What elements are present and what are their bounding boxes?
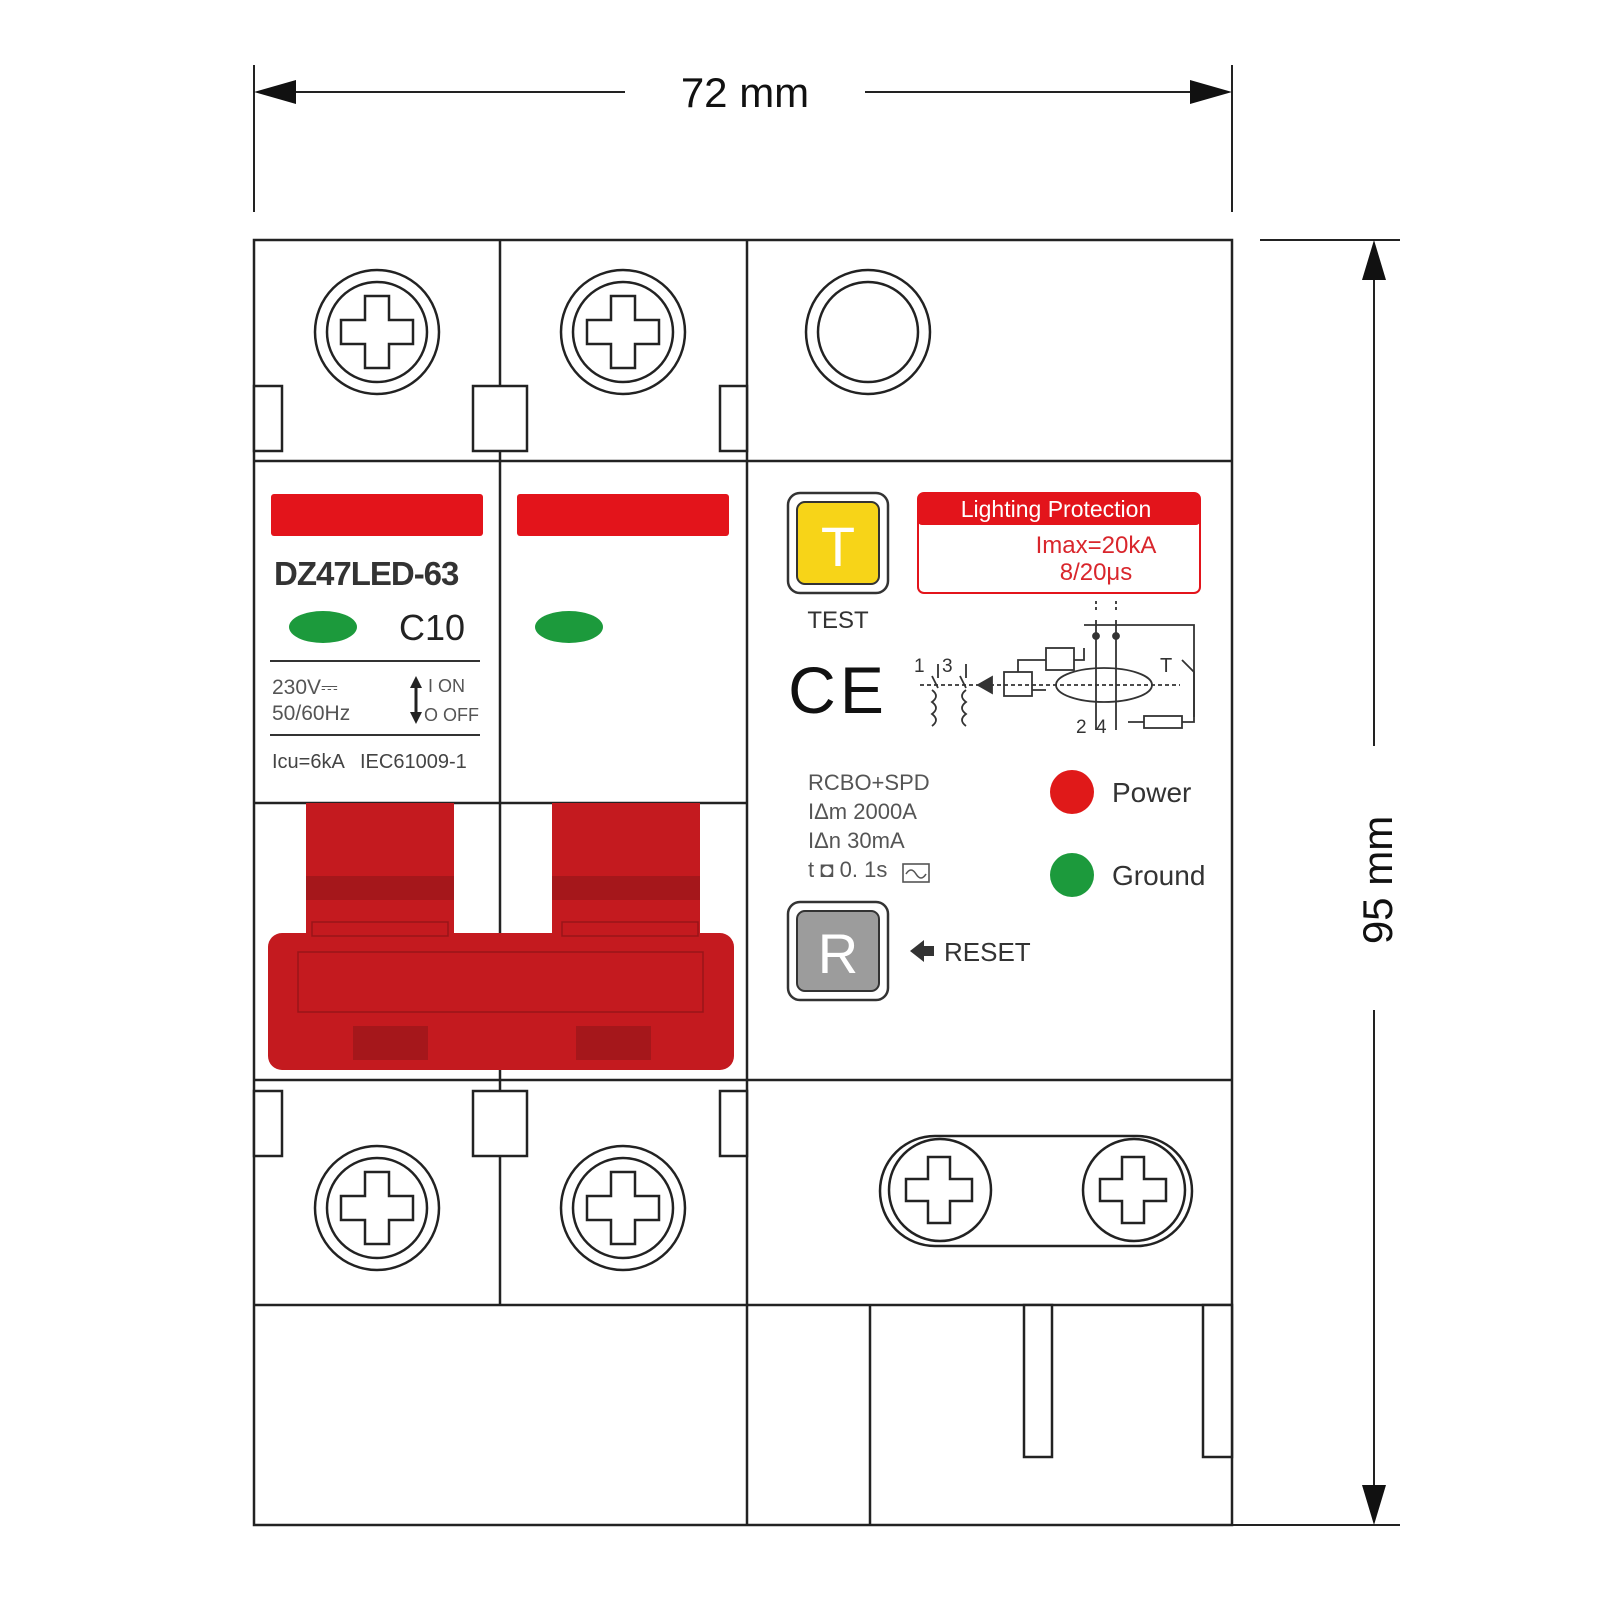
down-arrow-icon (1362, 1485, 1386, 1525)
reset-glyph: R (818, 922, 858, 985)
cross-screw-icon (1098, 1155, 1168, 1225)
cross-screw-icon (339, 294, 415, 370)
rcd-bottom-terminal[interactable] (878, 1134, 1194, 1248)
svg-text:T: T (1160, 655, 1172, 677)
pole2-red-stripe (517, 494, 729, 536)
bottom-terminal-screw-1[interactable] (313, 1144, 441, 1272)
top-terminal-blank (804, 268, 932, 396)
top-terminal-screw-2[interactable] (559, 268, 687, 396)
frequency-label: 50/60Hz (272, 702, 350, 725)
rcd-specs: RCBO+SPD IΔm 2000A IΔn 30mA t ◘ 0. 1s (808, 770, 930, 883)
svg-text:4: 4 (1096, 717, 1107, 738)
top-slots (252, 384, 749, 453)
pole1-red-stripe (271, 494, 483, 536)
top-terminal-screw-1[interactable] (313, 268, 441, 396)
svg-text:1: 1 (914, 656, 925, 677)
bottom-terminal-screw-2[interactable] (559, 1144, 687, 1272)
ground-indicator (1050, 853, 1094, 897)
left-arrow-icon (910, 940, 934, 962)
model-label: DZ47LED-63 (274, 555, 459, 592)
ac-wave-icon (902, 863, 930, 883)
voltage-label: 230V⎓ (272, 676, 338, 699)
on-label: I ON (428, 676, 465, 696)
left-arrow-icon (254, 80, 296, 104)
lighting-title: Lighting Protection (961, 496, 1152, 522)
reset-label: RESET (944, 937, 1031, 967)
width-dimension: 72 mm (253, 65, 1233, 212)
up-arrow-icon (1362, 240, 1386, 280)
cross-screw-icon (339, 1170, 415, 1246)
off-label: O OFF (424, 705, 479, 725)
circuit-schematic: 1 3 2 4 T (914, 600, 1195, 738)
svg-text:2: 2 (1076, 717, 1087, 738)
ce-mark: CE (788, 653, 888, 727)
power-label: Power (1112, 777, 1191, 808)
icu-spec: Icu=6kA (272, 751, 345, 773)
svg-text:3: 3 (942, 656, 953, 677)
pole1-green-led (289, 611, 357, 643)
breaker-handle[interactable] (268, 803, 734, 1070)
spec-line: IΔn 30mA (808, 828, 905, 853)
spec-line: t ◘ 0. 1s (808, 857, 887, 882)
bottom-slots (252, 1089, 749, 1158)
height-label: 95 mm (1354, 816, 1401, 944)
test-glyph: T (821, 515, 855, 578)
test-button[interactable]: T (786, 491, 890, 595)
right-arrow-icon (1190, 80, 1232, 104)
waveform-label: 8/20μs (1060, 559, 1133, 586)
test-label: TEST (807, 607, 869, 634)
standard-label: IEC61009-1 (360, 751, 467, 773)
ground-label: Ground (1112, 860, 1205, 891)
power-indicator (1050, 770, 1094, 814)
imax-label: Imax=20kA (1036, 532, 1157, 559)
lighting-protection-box: Lighting Protection Imax=20kA 8/20μs (917, 492, 1201, 594)
reset-button[interactable]: R (786, 900, 890, 1002)
on-off-arrow-icon (410, 676, 422, 724)
spec-line: IΔm 2000A (808, 799, 917, 824)
curve-rating: C10 (399, 607, 465, 648)
width-label: 72 mm (681, 69, 809, 116)
pole2-green-led (535, 611, 603, 643)
cross-screw-icon (585, 294, 661, 370)
cross-screw-icon (585, 1170, 661, 1246)
spec-line: RCBO+SPD (808, 770, 930, 795)
cross-screw-icon (904, 1155, 974, 1225)
